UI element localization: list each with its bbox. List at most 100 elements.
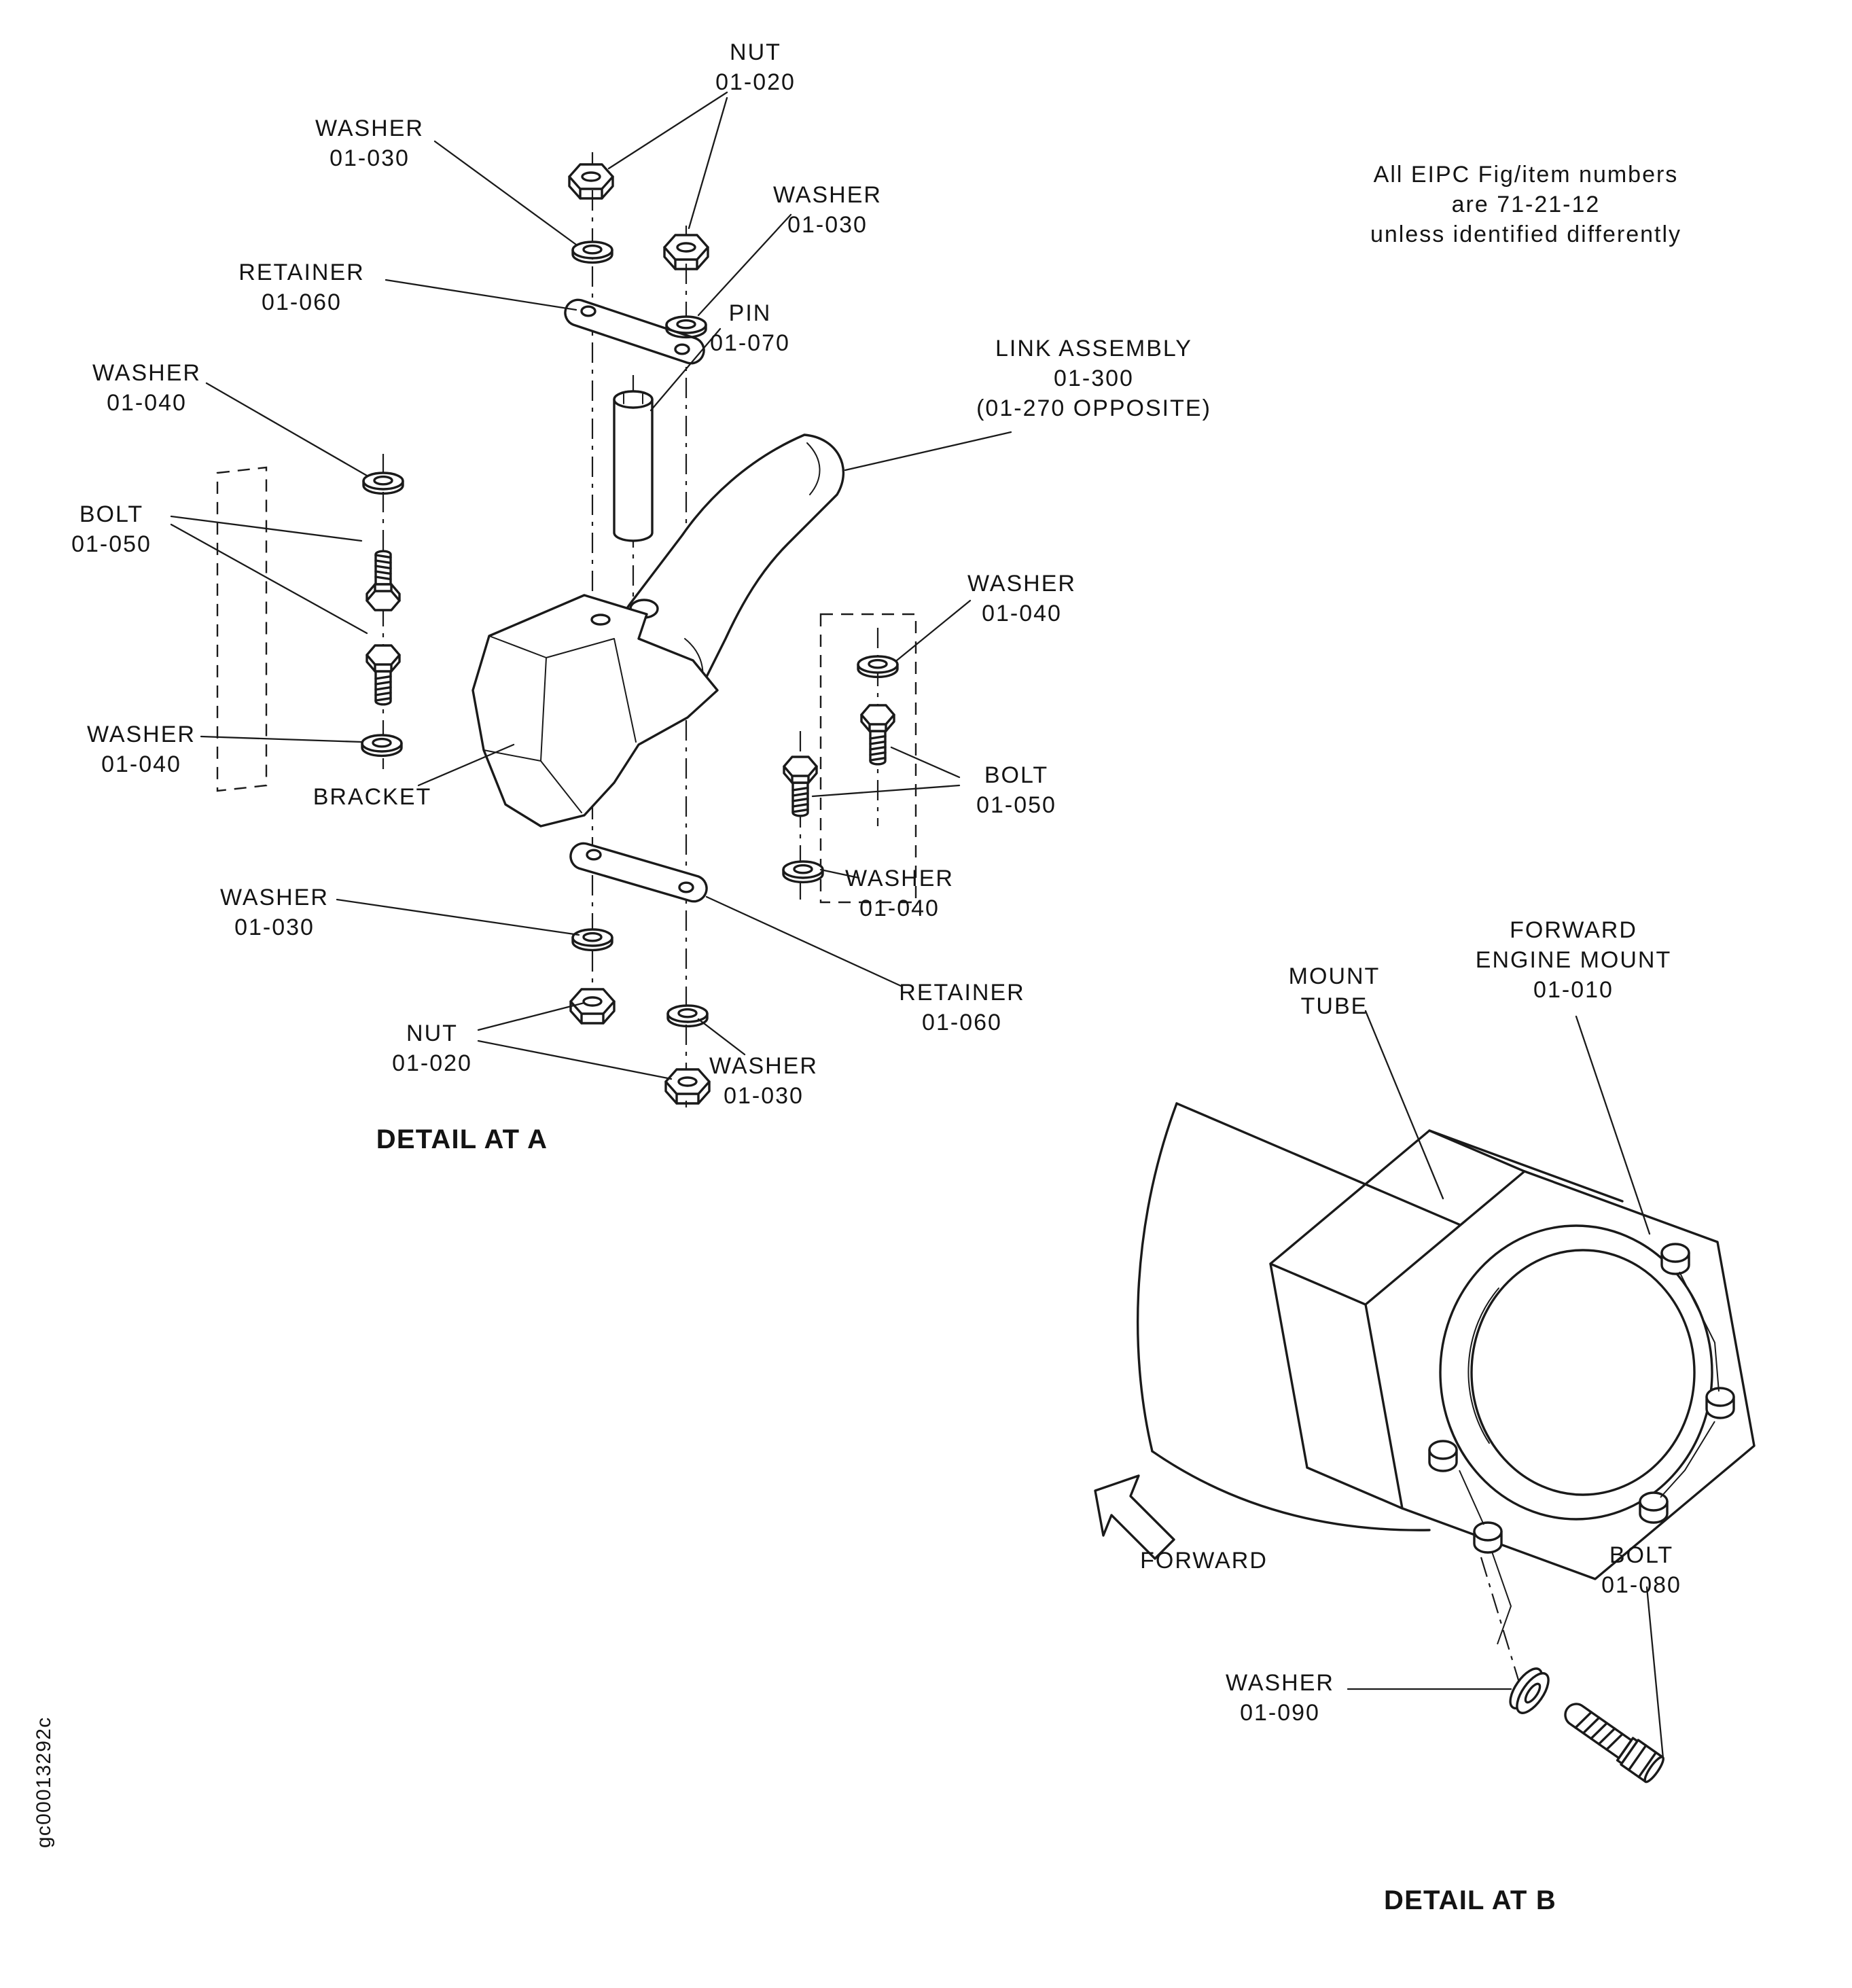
label-washer-bottom-left: WASHER 01-030 bbox=[220, 883, 329, 942]
part-number: 01-030 bbox=[330, 145, 410, 171]
part-name: NUT bbox=[406, 1020, 458, 1046]
label-pin: PIN 01-070 bbox=[710, 299, 790, 358]
engine-mount-drawing bbox=[1269, 1129, 1756, 1580]
part-number: 01-040 bbox=[101, 751, 181, 777]
washer-drawing bbox=[571, 928, 613, 952]
detail-a-artwork bbox=[170, 91, 1012, 1107]
part-number: 01-070 bbox=[710, 330, 790, 356]
bolt-drawing bbox=[783, 756, 818, 817]
mount-bolt-drawing bbox=[1639, 1491, 1669, 1524]
mount-bolt-drawing bbox=[1428, 1440, 1458, 1472]
label-washer-right-upper: WASHER 01-040 bbox=[967, 569, 1076, 628]
part-name: PIN bbox=[728, 300, 772, 326]
washer-drawing bbox=[666, 1004, 709, 1028]
note-line: are 71-21-12 bbox=[1451, 191, 1601, 217]
part-number: 01-030 bbox=[724, 1082, 804, 1109]
note-line: unless identified differently bbox=[1370, 221, 1682, 247]
label-forward-engine-mount: FORWARD ENGINE MOUNT 01-010 bbox=[1476, 916, 1671, 1005]
part-name: WASHER bbox=[1226, 1670, 1334, 1696]
part-name: WASHER bbox=[315, 116, 424, 141]
label-bolt-right: BOLT 01-050 bbox=[976, 761, 1056, 820]
bolt-drawing bbox=[860, 704, 895, 766]
label-retainer-top: RETAINER 01-060 bbox=[238, 258, 364, 317]
washer-b-drawing bbox=[1509, 1667, 1550, 1714]
part-name: WASHER bbox=[773, 182, 882, 208]
label-washer-center-lower: WASHER 01-040 bbox=[845, 864, 954, 923]
label-bolt-left: BOLT 01-050 bbox=[71, 500, 152, 559]
retainer-top-drawing bbox=[564, 298, 705, 365]
part-number: 01-040 bbox=[982, 600, 1062, 626]
eipc-note: All EIPC Fig/item numbers are 71-21-12 u… bbox=[1370, 160, 1681, 249]
lockwire-lines bbox=[1459, 1271, 1720, 1645]
part-number: 01-010 bbox=[1533, 976, 1614, 1002]
part-name: BRACKET bbox=[313, 784, 432, 810]
label-mount-tube: MOUNT TUBE bbox=[1289, 962, 1381, 1021]
part-number: 01-060 bbox=[922, 1009, 1002, 1035]
leader-lines-a bbox=[170, 91, 1012, 1080]
mount-bolt-drawing bbox=[1705, 1387, 1735, 1419]
washer-drawing bbox=[782, 860, 824, 884]
part-name: BOLT bbox=[79, 501, 144, 527]
part-number: 01-030 bbox=[234, 914, 315, 940]
washer-drawing bbox=[361, 734, 403, 758]
bracket-drawing bbox=[471, 594, 719, 828]
part-number: 01-090 bbox=[1240, 1699, 1320, 1726]
part-name: WASHER bbox=[709, 1053, 818, 1079]
part-name: TUBE bbox=[1300, 993, 1368, 1019]
label-forward-direction: FORWARD bbox=[1140, 1546, 1268, 1576]
label-bracket: BRACKET bbox=[313, 783, 432, 813]
part-name: LINK ASSEMBLY bbox=[995, 336, 1192, 361]
label-retainer-bottom: RETAINER 01-060 bbox=[899, 978, 1025, 1037]
label-link-assembly: LINK ASSEMBLY 01-300 (01-270 OPPOSITE) bbox=[976, 334, 1211, 423]
label-washer-bottom-mid: WASHER 01-030 bbox=[709, 1052, 818, 1111]
bolt-b-drawing bbox=[1564, 1703, 1664, 1783]
mount-bolt-drawing bbox=[1473, 1521, 1503, 1554]
part-name: BOLT bbox=[1609, 1542, 1674, 1568]
label-washer-top-left: WASHER 01-030 bbox=[315, 114, 424, 173]
part-name: WASHER bbox=[845, 866, 954, 891]
part-alt: (01-270 OPPOSITE) bbox=[976, 395, 1211, 421]
washer-drawing bbox=[362, 472, 404, 495]
detail-a-title: DETAIL AT A bbox=[376, 1125, 548, 1155]
leader-lines-b bbox=[1347, 1010, 1664, 1760]
part-name: WASHER bbox=[92, 360, 201, 386]
part-name: FORWARD bbox=[1510, 917, 1637, 943]
label-bolt-b: BOLT 01-080 bbox=[1601, 1541, 1681, 1600]
part-name: WASHER bbox=[220, 885, 329, 910]
part-number: 01-020 bbox=[715, 69, 796, 95]
part-name: RETAINER bbox=[899, 980, 1025, 1006]
doc-code: gc00013292c bbox=[33, 1716, 56, 1848]
label-washer-left-lower: WASHER 01-040 bbox=[87, 720, 196, 779]
part-name: WASHER bbox=[967, 571, 1076, 597]
part-name: MOUNT bbox=[1288, 963, 1381, 989]
part-number: 01-050 bbox=[71, 531, 152, 557]
label-washer-b: WASHER 01-090 bbox=[1226, 1669, 1334, 1728]
part-number: 01-040 bbox=[107, 389, 187, 416]
part-name: BOLT bbox=[984, 762, 1049, 788]
part-number: 01-020 bbox=[392, 1050, 472, 1076]
pin-drawing bbox=[613, 390, 654, 542]
label-washer-top-right: WASHER 01-030 bbox=[773, 181, 882, 240]
bolt-drawing bbox=[366, 550, 401, 611]
detail-b-artwork bbox=[1094, 1010, 1756, 1783]
part-number: 01-300 bbox=[1054, 365, 1134, 391]
retainer-bottom-drawing bbox=[569, 842, 708, 903]
part-name: NUT bbox=[730, 39, 781, 65]
nut-top-drawing bbox=[568, 163, 614, 200]
part-number: 01-080 bbox=[1601, 1572, 1681, 1598]
nut-drawing bbox=[664, 1068, 711, 1105]
part-name: RETAINER bbox=[238, 260, 365, 285]
forward-arrow-icon bbox=[1094, 1474, 1175, 1560]
label-nut-top: NUT 01-020 bbox=[715, 38, 796, 97]
part-number: 01-040 bbox=[859, 895, 940, 921]
part-number: 01-060 bbox=[262, 289, 342, 315]
label-washer-left-upper: WASHER 01-040 bbox=[92, 359, 201, 418]
hidden-structure-dashed bbox=[216, 466, 917, 904]
part-name: WASHER bbox=[87, 722, 196, 747]
mount-bolt-drawing bbox=[1660, 1243, 1690, 1275]
nut-drawing bbox=[569, 988, 616, 1025]
note-line: All EIPC Fig/item numbers bbox=[1373, 162, 1679, 188]
detail-b-title: DETAIL AT B bbox=[1384, 1886, 1556, 1916]
